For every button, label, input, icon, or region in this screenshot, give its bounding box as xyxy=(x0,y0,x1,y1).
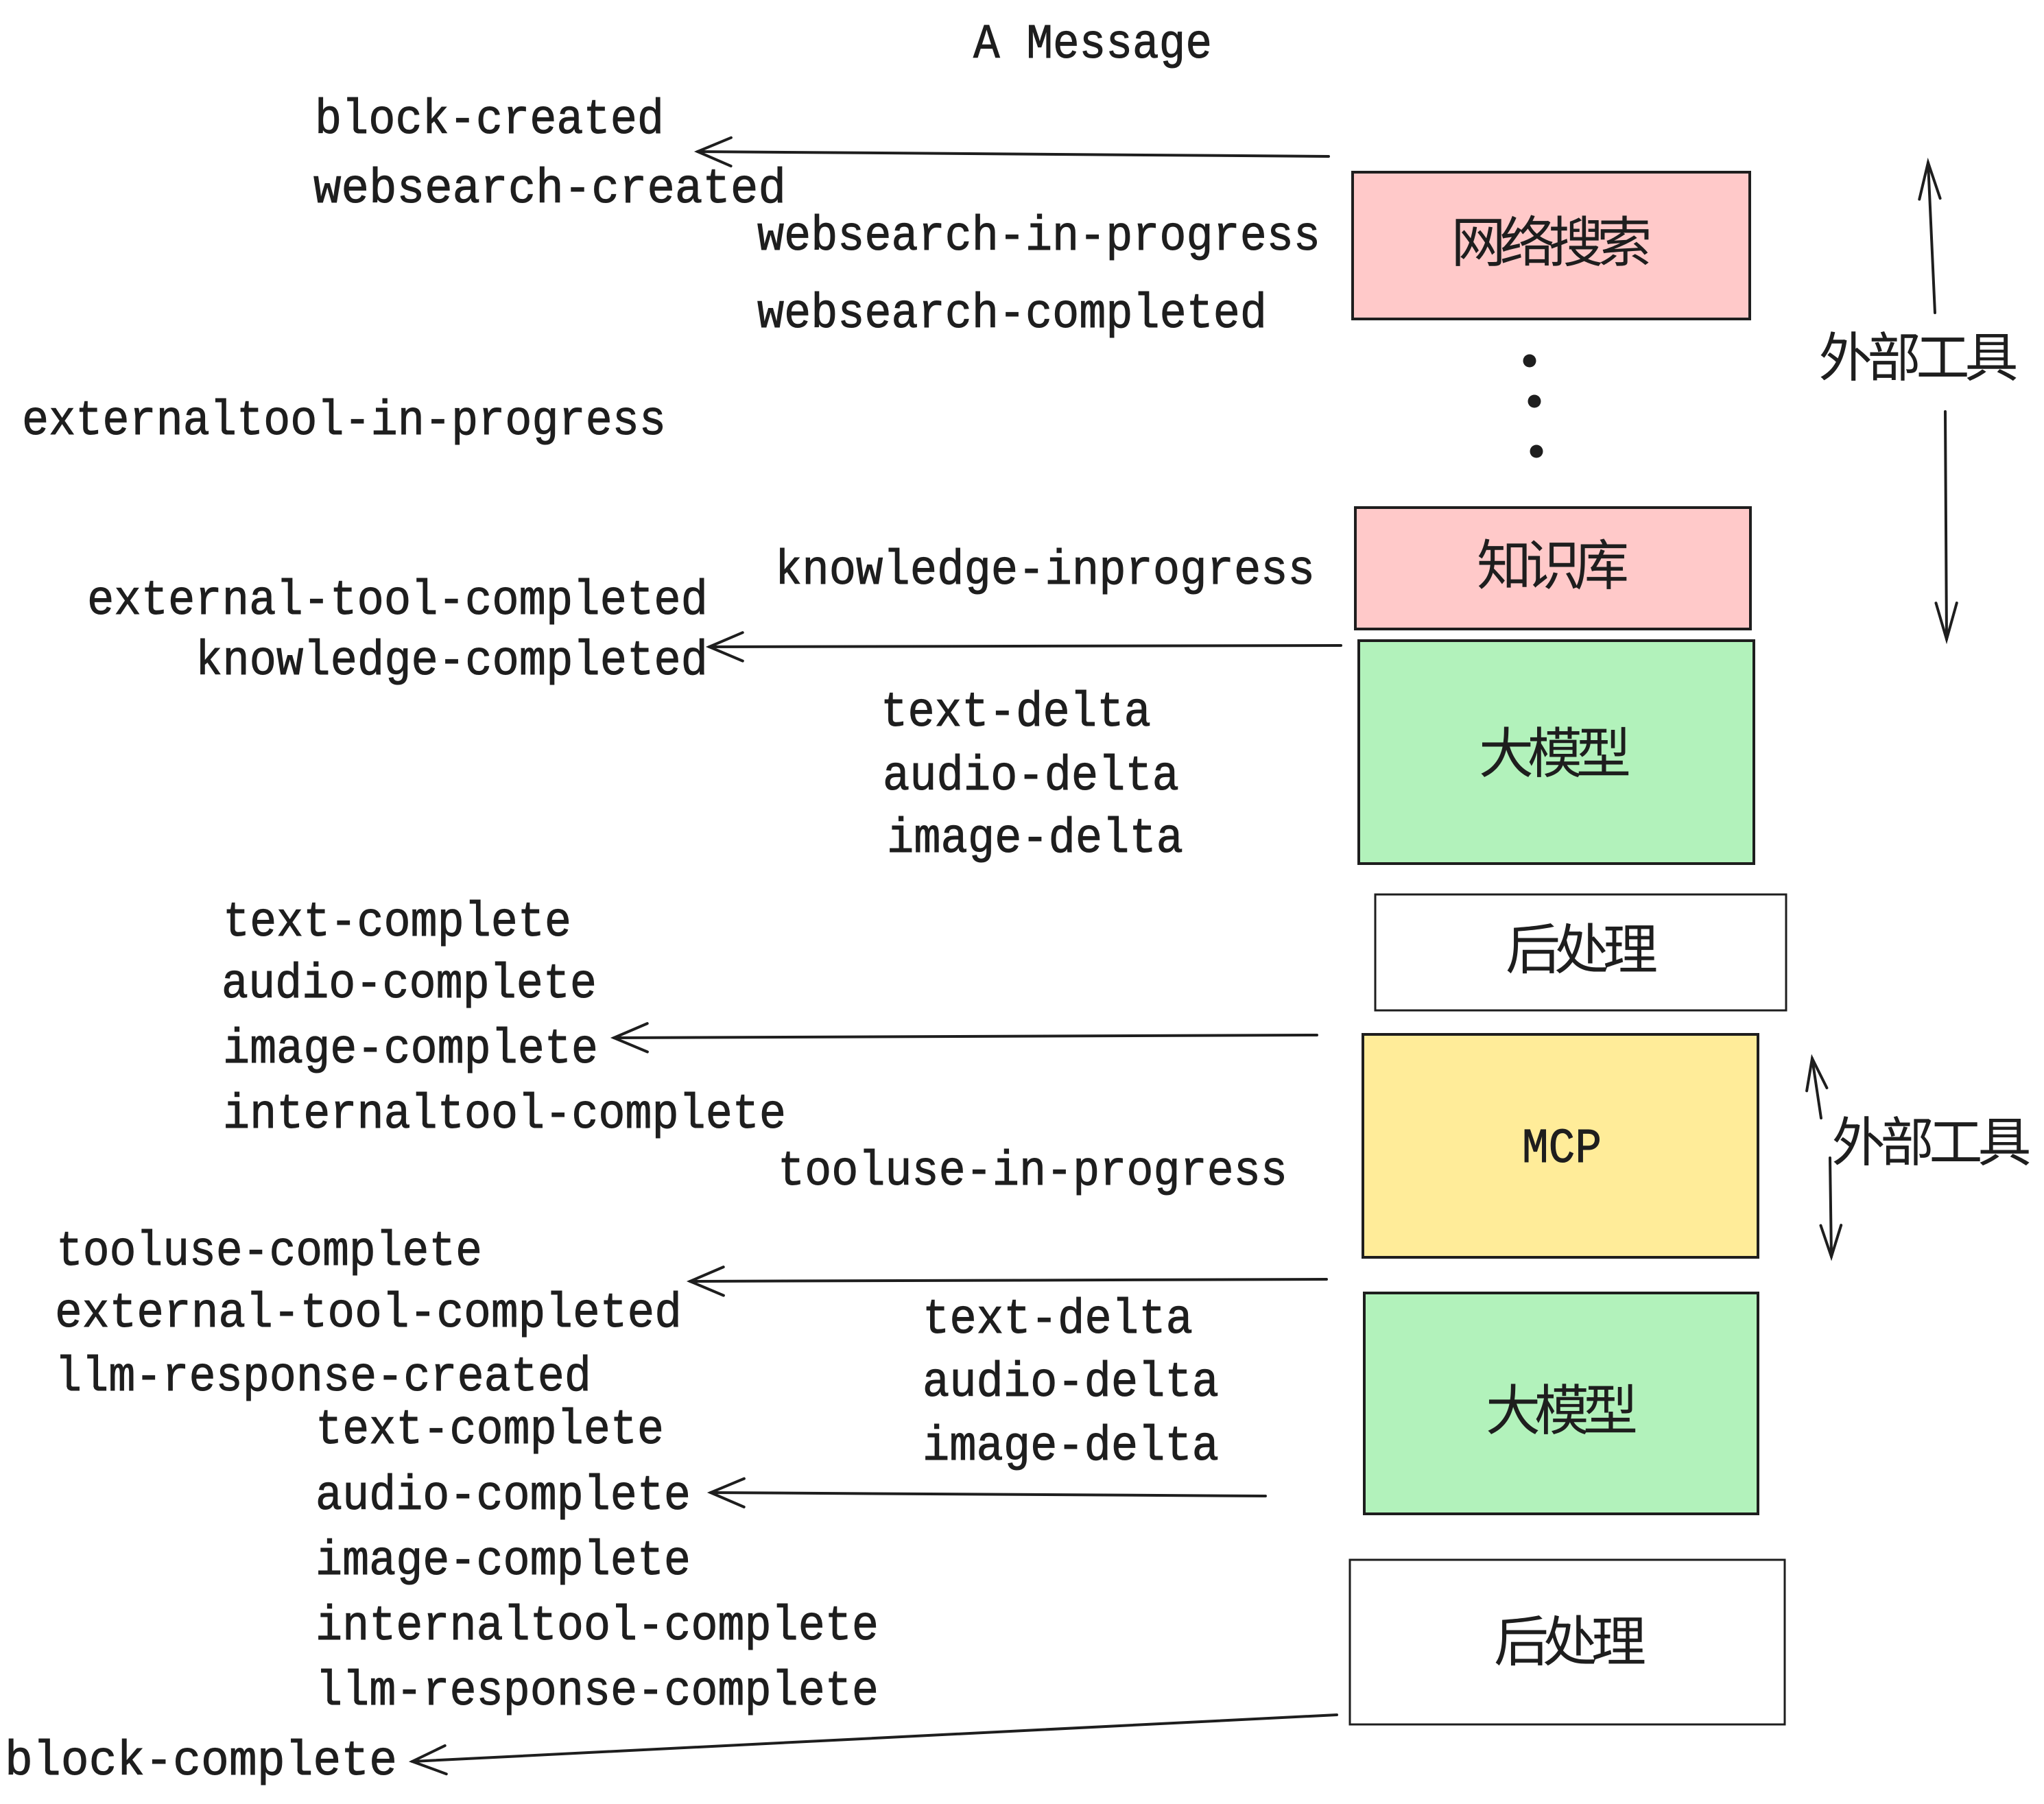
svg-text:websearch-in-progress: websearch-in-progress xyxy=(757,210,1320,265)
svg-text:tooluse-complete: tooluse-complete xyxy=(56,1225,482,1280)
svg-text:text-delta: text-delta xyxy=(881,686,1151,741)
svg-text:externaltool-in-progress: externaltool-in-progress xyxy=(22,394,666,449)
svg-text:audio-delta: audio-delta xyxy=(883,750,1179,805)
svg-text:llm-response-complete: llm-response-complete xyxy=(316,1665,879,1720)
svg-text:text-delta: text-delta xyxy=(923,1293,1193,1348)
svg-text:A Message: A Message xyxy=(973,18,1212,73)
svg-text:tooluse-in-progress: tooluse-in-progress xyxy=(778,1145,1287,1200)
svg-text:image-complete: image-complete xyxy=(316,1534,691,1589)
svg-text:knowledge-completed: knowledge-completed xyxy=(195,634,708,689)
svg-text:internaltool-complete: internaltool-complete xyxy=(316,1600,879,1654)
svg-text:text-complete: text-complete xyxy=(223,896,571,951)
svg-text:external-tool-completed: external-tool-completed xyxy=(87,574,708,629)
svg-text:image-delta: image-delta xyxy=(923,1420,1219,1475)
svg-text:audio-complete: audio-complete xyxy=(222,958,597,1012)
svg-text:websearch-completed: websearch-completed xyxy=(757,287,1267,342)
svg-text:image-delta: image-delta xyxy=(887,812,1183,867)
svg-text:external-tool-completed: external-tool-completed xyxy=(55,1287,682,1342)
svg-text:llm-response-created: llm-response-created xyxy=(55,1351,591,1405)
svg-text:block-complete: block-complete xyxy=(5,1735,397,1790)
svg-text:internaltool-complete: internaltool-complete xyxy=(223,1088,786,1143)
svg-text:audio-complete: audio-complete xyxy=(316,1469,691,1524)
svg-text:knowledge-inprogress: knowledge-inprogress xyxy=(775,544,1315,599)
svg-text:block-created: block-created xyxy=(315,93,664,148)
svg-text:audio-delta: audio-delta xyxy=(923,1356,1219,1411)
svg-text:MCP: MCP xyxy=(1522,1122,1602,1177)
svg-text:websearch-created: websearch-created xyxy=(313,163,786,217)
svg-text:text-complete: text-complete xyxy=(316,1403,664,1458)
svg-text:image-complete: image-complete xyxy=(223,1023,598,1078)
